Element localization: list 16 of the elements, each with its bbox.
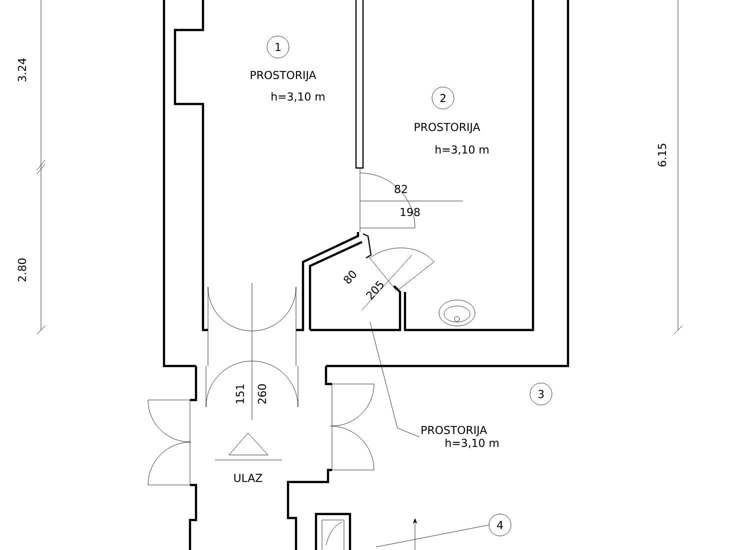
leader-line [376,524,489,548]
door-size: 80 [344,270,356,284]
entrance-label: ULAZ [234,474,262,482]
door-size: 260 [258,384,266,404]
door-size: 198 [400,208,420,216]
room-name: PROSTORIJA [414,122,480,134]
door-size: 82 [394,184,407,194]
dimension-text: 6.15 [658,144,666,166]
room-name: PROSTORIJA [250,70,316,82]
room-label: PROSTORIJA h=3,10 m [422,426,498,448]
leader-line [370,322,420,438]
room-height: h=3,10 m [436,145,488,155]
door-size: 151 [236,384,244,404]
dimension-text: 2.80 [18,258,26,282]
dimension-text: 3.24 [18,58,26,82]
room-height: h=3,10 m [272,92,324,102]
